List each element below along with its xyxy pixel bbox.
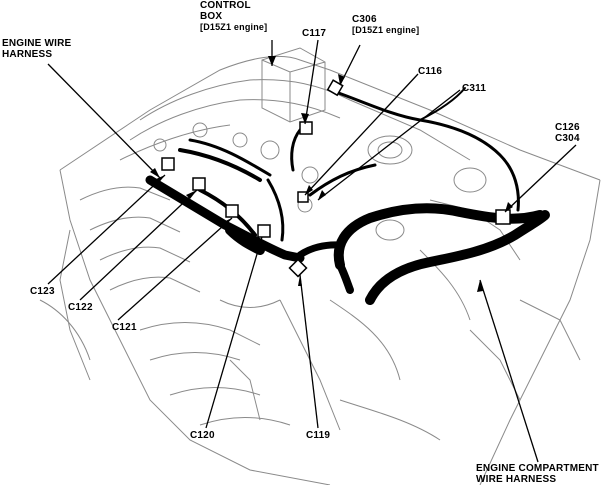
c122-label: C122 — [68, 302, 93, 313]
c126-c304-label: C126 C304 — [555, 122, 580, 144]
control-box-line-2: BOX — [200, 11, 223, 22]
connector-c120-body — [257, 224, 271, 238]
c116-label: C116 — [418, 66, 442, 77]
c306-line-1: C306 — [352, 14, 377, 25]
c116-text: C116 — [418, 66, 443, 77]
connector-c126-body — [495, 209, 511, 225]
c122-text: C122 — [68, 302, 93, 313]
c304-text: C304 — [555, 133, 580, 144]
connectors — [161, 79, 511, 278]
engine-compartment-line-2: WIRE HARNESS — [476, 474, 557, 485]
engine-wire-harness-label: ENGINE WIRE HARNESS — [2, 38, 71, 60]
leader-lines — [47, 39, 577, 463]
connector-c119-body — [288, 258, 308, 278]
c126-text: C126 — [555, 122, 580, 133]
c120-text: C120 — [190, 430, 215, 441]
connector-c123-body — [161, 157, 175, 171]
control-box-line-1: CONTROL — [200, 0, 251, 11]
c117-text: C117 — [302, 28, 327, 39]
c117-label: C117 — [302, 28, 326, 39]
engine-sketch — [39, 47, 601, 486]
c311-text: C311 — [462, 83, 487, 94]
c119-text: C119 — [306, 430, 331, 441]
control-box-line-3: [D15Z1 engine] — [200, 22, 268, 32]
c306-label: C306 [D15Z1 engine] — [352, 14, 419, 36]
c123-label: C123 — [30, 286, 55, 297]
arrowheads — [150, 56, 513, 292]
engine-wire-harness-line-1: ENGINE WIRE — [2, 38, 72, 49]
c120-label: C120 — [190, 430, 215, 441]
engine-compartment-line-1: ENGINE COMPARTMENT — [476, 463, 599, 474]
c121-text: C121 — [112, 322, 137, 333]
c121-label: C121 — [112, 322, 137, 333]
c311-label: C311 — [462, 83, 486, 94]
connector-c116-body — [297, 191, 309, 203]
c119-label: C119 — [306, 430, 330, 441]
c306-line-2: [D15Z1 engine] — [352, 25, 420, 35]
connector-c122-body — [192, 177, 206, 191]
connector-c117-body — [299, 121, 313, 135]
control-box-label: CONTROL BOX [D15Z1 engine] — [200, 0, 267, 33]
engine-compartment-wire-harness-label: ENGINE COMPARTMENT WIRE HARNESS — [476, 463, 599, 485]
engine-wire-harness-line-2: HARNESS — [2, 49, 53, 60]
engine-wire-harness — [145, 87, 520, 263]
connector-c121-body — [225, 204, 239, 218]
c123-text: C123 — [30, 286, 55, 297]
connector-c306-body — [326, 79, 344, 97]
